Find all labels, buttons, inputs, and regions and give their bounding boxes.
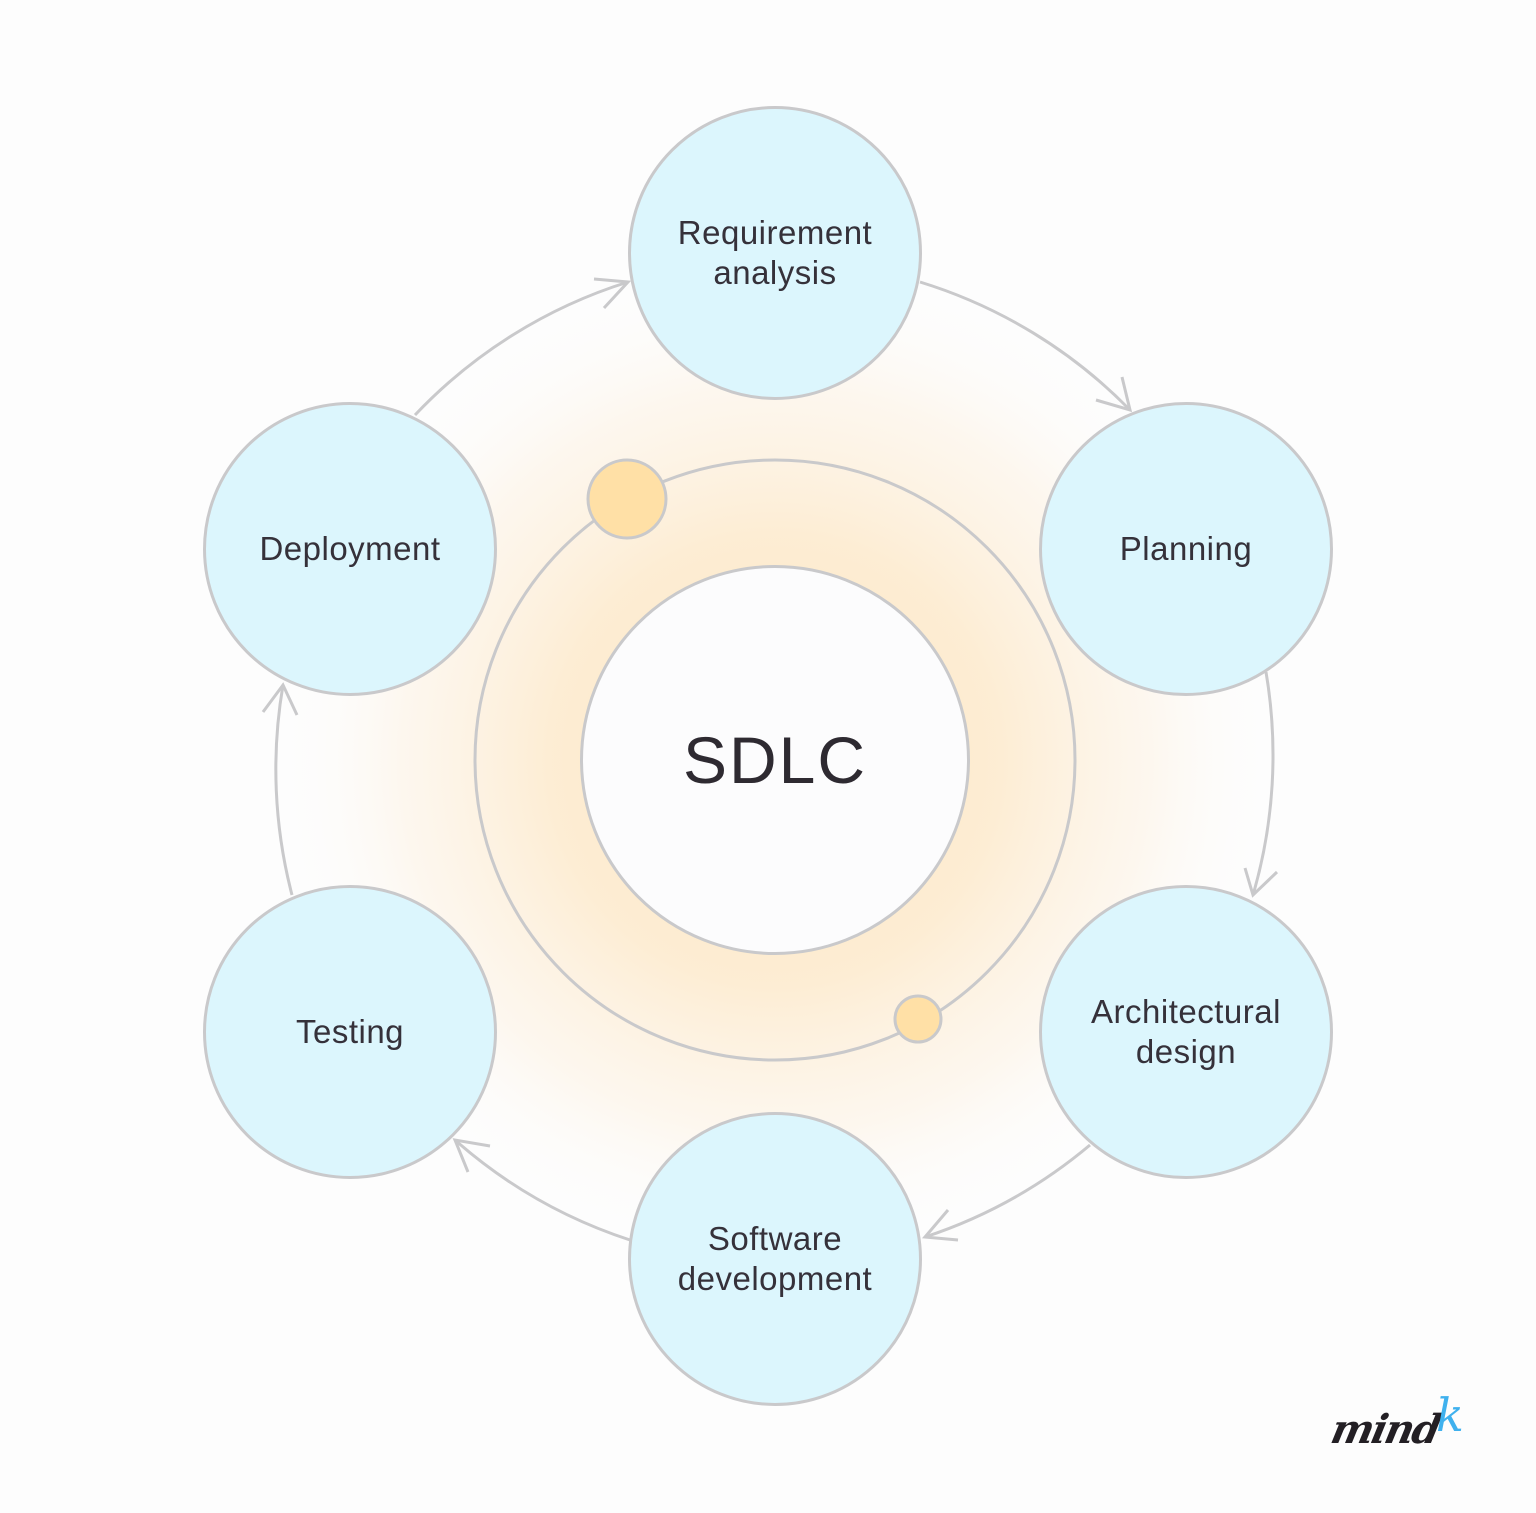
center-title: SDLC	[580, 565, 970, 955]
arrowhead-icon	[452, 1138, 491, 1173]
inner-orbit	[473, 458, 1077, 1062]
arrow-testing-to-deploy	[274, 684, 294, 896]
stage-label: Planning	[1119, 530, 1253, 567]
stage-label: Software	[707, 1220, 843, 1257]
orbit-dot-small	[893, 994, 943, 1044]
arrowhead-icon	[921, 1209, 959, 1242]
arrow-planning-to-arch	[1251, 671, 1275, 896]
stage-label: analysis	[713, 254, 837, 291]
stage-label: design	[1135, 1033, 1237, 1070]
stage-label: development	[677, 1260, 873, 1297]
logo-accent-text: k	[1436, 1388, 1464, 1442]
stage-label: Architectural	[1091, 993, 1281, 1030]
arrowhead-icon	[593, 277, 632, 310]
arrowhead-icon	[1243, 867, 1279, 898]
logo-main-text: mind	[1327, 1406, 1444, 1453]
title-text: SDLC	[682, 723, 868, 797]
arrow-req-to-planning	[919, 280, 1132, 412]
arrowhead-icon	[261, 682, 299, 716]
cycle-arrows	[261, 277, 1279, 1242]
arrow-dev-to-testing	[454, 1138, 631, 1242]
stage-testing: Testing	[203, 885, 497, 1179]
stage-label: Requirement	[677, 214, 873, 251]
arrowhead-icon	[1095, 376, 1133, 413]
mindk-logo: mind k	[1327, 1388, 1482, 1458]
orbit-dot-large	[586, 458, 668, 540]
stage-deployment: Deployment	[203, 402, 497, 696]
arrow-deploy-to-req	[413, 280, 629, 417]
stage-planning: Planning	[1039, 402, 1333, 696]
arrow-arch-to-dev	[924, 1143, 1091, 1239]
stage-label: Deployment	[259, 530, 441, 567]
stage-label: Testing	[295, 1013, 405, 1050]
